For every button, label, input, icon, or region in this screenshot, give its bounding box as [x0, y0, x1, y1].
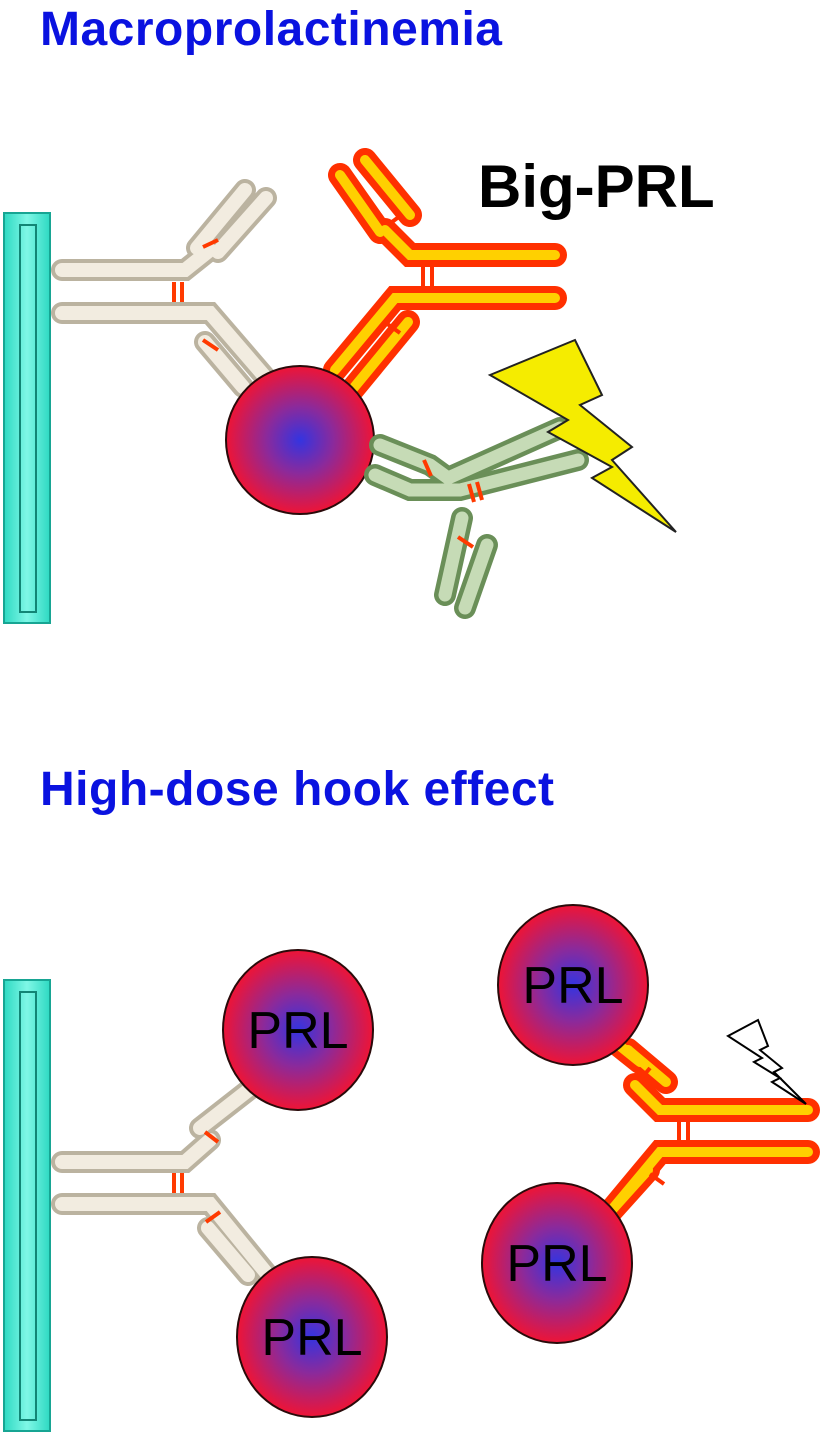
disulfide-bonds-labeled-bottom — [638, 1066, 690, 1186]
labeled-antibody-bottom — [593, 1026, 820, 1230]
capture-antibody-top — [51, 179, 283, 398]
prl-label: PRL — [261, 1309, 362, 1367]
big-prl-label: Big-PRL — [478, 153, 715, 220]
hook-effect-title: High-dose hook effect — [40, 763, 555, 816]
big-prl-complex — [225, 365, 375, 515]
signal-bolt-icon — [487, 338, 677, 533]
disulfide-bonds-detection-top — [422, 459, 484, 549]
disulfide-bonds-anti-igg — [384, 214, 434, 335]
disulfide-bonds-capture-top — [172, 238, 220, 352]
detection-antibody-top — [364, 417, 589, 619]
anti-igg-antibody — [323, 148, 567, 402]
prl-molecule-capture-lower: PRL — [236, 1256, 388, 1418]
capture-antibody-bottom — [51, 1074, 283, 1291]
macroprolactinemia-title: Macroprolactinemia — [40, 3, 503, 56]
prl-label: PRL — [247, 1002, 348, 1060]
weak-signal-bolt-icon — [726, 1018, 807, 1105]
prl-label: PRL — [506, 1235, 607, 1293]
prl-molecule-free-upper: PRL — [497, 904, 649, 1066]
prl-molecule-free-lower: PRL — [481, 1182, 633, 1344]
prl-label: PRL — [522, 957, 623, 1015]
prl-molecule-capture-upper: PRL — [222, 949, 374, 1111]
disulfide-bonds-capture-bottom — [172, 1130, 222, 1224]
solid-phase-top — [3, 212, 51, 624]
solid-phase-bottom — [3, 979, 51, 1432]
